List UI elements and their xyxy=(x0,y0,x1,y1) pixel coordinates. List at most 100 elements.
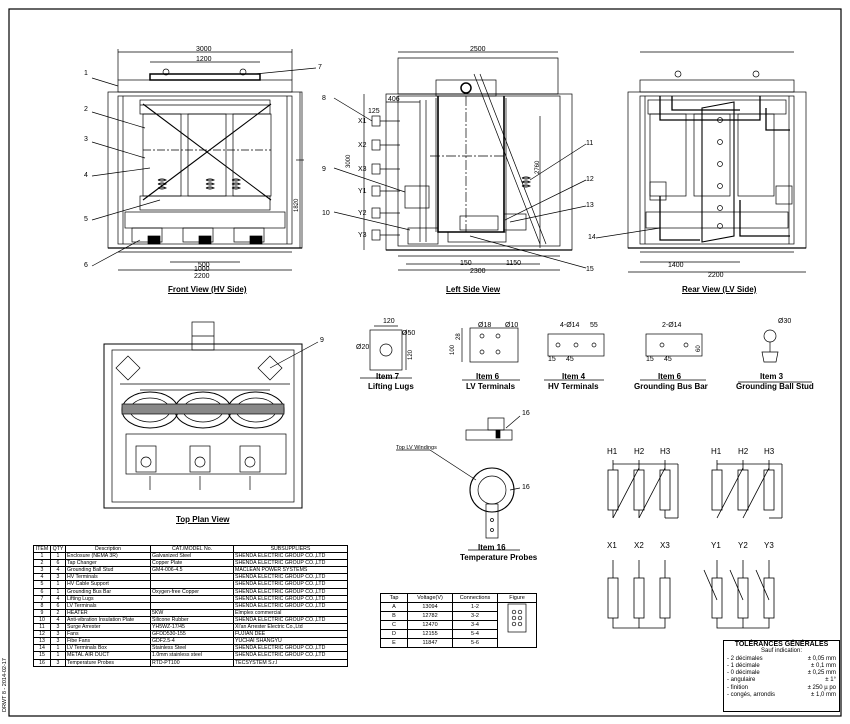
tap-cell: 3-4 xyxy=(452,620,498,630)
tap-cell: 3-2 xyxy=(452,611,498,621)
item5-dim-c: 15 xyxy=(646,356,654,363)
tap-cell: C xyxy=(380,620,408,630)
item7-dim-d: 120 xyxy=(408,349,414,360)
bom-cell: Anti-vibration Insulation Plate xyxy=(65,615,151,625)
bom-cell: Silicone Rubber xyxy=(150,615,234,625)
tap-cell: 12782 xyxy=(407,611,453,621)
bom-cell: 5 xyxy=(33,580,51,589)
bom-header-description: Description xyxy=(65,544,151,554)
bom-cell: Fibe Fans xyxy=(65,637,151,646)
tap-header-connections: Connections xyxy=(452,593,498,603)
tap-cell: 1-2 xyxy=(452,602,498,612)
front-callout-7: 7 xyxy=(318,64,322,71)
bom-cell: 2 xyxy=(33,559,51,568)
tap-header-row: Tap Voltage(V) Connections Figure xyxy=(380,593,537,603)
bom-cell: Temperature Probes xyxy=(65,658,151,667)
left-view-caption: Left Side View xyxy=(446,285,501,294)
bom-header-model: CAT./MODEL No. xyxy=(150,544,234,554)
bom-cell: FUJIAN DEE xyxy=(233,630,348,639)
bom-cell: METAL AIR DUCT xyxy=(65,651,151,660)
wd1-h1: H1 xyxy=(607,447,618,456)
item5-name: Grounding Bus Bar xyxy=(634,382,708,391)
item6-dim-a: Ø18 xyxy=(478,322,492,329)
tap-cell: A xyxy=(380,602,408,612)
bom-cell: Oxygen-free Copper xyxy=(150,587,234,596)
tolerance-value: ± 1,0 mm xyxy=(811,692,836,699)
bom-cell: 13 xyxy=(33,637,51,646)
front-callout-5: 5 xyxy=(84,216,88,223)
wd1-h2: H2 xyxy=(634,447,645,456)
bill-of-materials: ITEM QTY Description CAT./MODEL No. SUBS… xyxy=(33,544,348,667)
item7-caption: Item 7 xyxy=(376,372,400,381)
wd2-h2: H2 xyxy=(738,447,749,456)
left-dim-150: 150 xyxy=(460,260,472,267)
bom-cell: SHENDA ELECTRIC GROUP CO.,LTD xyxy=(233,559,348,568)
item16-name: Temperature Probes xyxy=(460,553,538,562)
bom-cell: 3 xyxy=(50,623,66,632)
tolerances-title: TOLÉRANCES GÉNÉRALES xyxy=(734,641,829,648)
item5-caption: Item 6 xyxy=(658,372,682,381)
item7-dim-c: Ø20 xyxy=(356,344,370,351)
bom-cell: 1 xyxy=(50,644,66,653)
item5-dim-a: 2-Ø14 xyxy=(662,322,682,329)
wd3-x2: X2 xyxy=(634,541,644,550)
bom-cell: GDF2.5-4 xyxy=(150,637,234,646)
left-dim-height: 3000 xyxy=(346,154,352,168)
bom-cell: 6 xyxy=(33,587,51,596)
top-plan-view xyxy=(103,321,319,509)
item6-dim-c: 28 xyxy=(456,333,462,340)
rear-callout-14: 14 xyxy=(588,234,596,241)
bom-cell: 3 xyxy=(50,573,66,582)
bom-cell: 1 xyxy=(50,580,66,589)
bom-cell: 12 xyxy=(33,630,51,639)
item4-dim-b: 55 xyxy=(590,322,598,329)
tap-header-tap: Tap xyxy=(380,593,408,603)
item7-name: Lifting Lugs xyxy=(368,382,414,391)
side-note: DRWT 8 - 2014-02-17 xyxy=(2,658,8,712)
tap-cell: 13094 xyxy=(407,602,453,612)
item16-caption: Item 16 xyxy=(478,543,506,552)
bom-cell: 4 xyxy=(50,615,66,625)
left-callout-15: 15 xyxy=(586,266,594,273)
left-dim-406: 406 xyxy=(388,96,400,103)
item4-caption: Item 4 xyxy=(562,372,586,381)
item16-callout-b: 16 xyxy=(522,484,530,491)
rear-dim-1400: 1400 xyxy=(668,262,684,269)
tolerances-rows: - 2 décimales± 0,05 mm- 1 décimale± 0,1 … xyxy=(724,656,839,700)
front-callout-6: 6 xyxy=(84,262,88,269)
item7-dim-a: 120 xyxy=(383,318,395,325)
item3-dim-a: Ø30 xyxy=(778,318,792,325)
front-dim-lift-span: 1200 xyxy=(196,56,212,63)
bom-cell: Tap Changer xyxy=(65,559,151,568)
top-plan-caption: Top Plan View xyxy=(176,515,230,524)
left-callout-12: 12 xyxy=(586,176,594,183)
wd3-x1: X1 xyxy=(607,541,617,550)
bom-cell: GM4-006-4.5 xyxy=(150,566,234,575)
rear-view-caption: Rear View (LV Side) xyxy=(682,285,757,294)
bom-cell: Lifting Lugs xyxy=(65,594,151,603)
lv-terminal-x2: X2 xyxy=(358,142,367,149)
bom-header-item: ITEM xyxy=(33,544,51,554)
tolerance-value: ± 0,1 mm xyxy=(811,662,836,669)
bom-cell: HEATER xyxy=(65,608,151,617)
tolerance-row: - finition± 250 µ po xyxy=(724,685,839,692)
tap-cell: D xyxy=(380,629,408,639)
bom-cell xyxy=(150,594,234,603)
front-dim-overall: 3000 xyxy=(196,46,212,53)
lv-terminal-x1: X1 xyxy=(358,118,367,125)
item16-label: Top LV Windings xyxy=(396,445,437,451)
wd2-h3: H3 xyxy=(764,447,775,456)
left-callout-9: 9 xyxy=(322,166,326,173)
bom-cell: Grounding Bus Bar xyxy=(65,587,151,596)
bom-cell: SHENDA ELECTRIC GROUP CO.,LTD xyxy=(233,580,348,589)
left-callout-13: 13 xyxy=(586,202,594,209)
bom-cell: 2 xyxy=(50,608,66,617)
tolerance-label: - 2 décimales xyxy=(727,655,763,662)
